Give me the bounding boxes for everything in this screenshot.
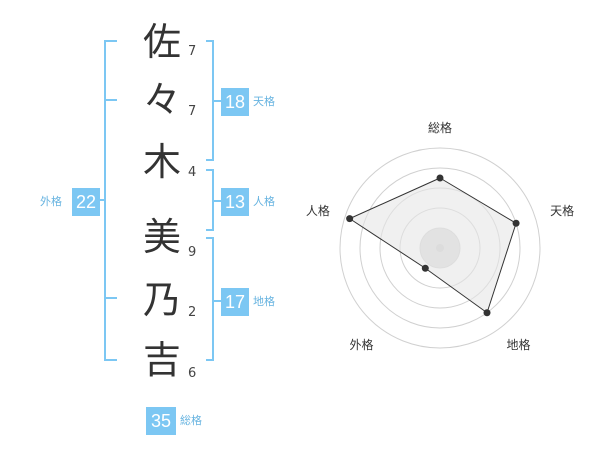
stroke-count-5: 2 (188, 305, 197, 320)
radar-point-4 (346, 215, 354, 223)
name-char-1: 佐 (142, 20, 181, 64)
jinkaku-value: 13 (221, 188, 249, 216)
stroke-count-1: 7 (188, 44, 197, 59)
radar-axis-label-gaikaku: 外格 (349, 338, 374, 353)
stroke-count-4: 9 (188, 245, 197, 260)
radar-data-points (346, 174, 520, 317)
soukaku-value: 35 (146, 407, 176, 435)
name-char-5: 乃 (142, 278, 181, 322)
name-char-4: 美 (142, 215, 181, 259)
radar-point-2 (483, 309, 491, 317)
radar-point-3 (421, 264, 429, 272)
radar-data-polygon (348, 177, 517, 314)
radar-point-0 (436, 174, 444, 182)
gaikaku-value: 22 (72, 188, 100, 216)
tenkaku-label: 天格 (253, 95, 275, 108)
gaikaku-label: 外格 (40, 195, 62, 208)
name-char-3: 木 (142, 140, 181, 184)
stroke-count-6: 6 (188, 366, 197, 381)
name-char-6: 吉 (142, 338, 181, 382)
radar-ring (359, 167, 521, 329)
name-char-2: 々 (142, 78, 181, 122)
chikaku-label: 地格 (253, 295, 275, 308)
radar-ring (339, 147, 541, 349)
soukaku-label: 総格 (180, 414, 202, 427)
stroke-count-2: 7 (188, 104, 197, 119)
stroke-count-3: 4 (188, 165, 197, 180)
chikaku-value: 17 (221, 288, 249, 316)
radar-axis-label-jinkaku: 人格 (305, 203, 330, 218)
radar-axis-label-chikaku: 地格 (506, 338, 531, 353)
radar-point-1 (512, 219, 520, 227)
radar-axis-label-tenkaku: 天格 (550, 203, 575, 218)
radar-axis-label-soukaku: 総格 (428, 121, 453, 135)
jinkaku-label: 人格 (253, 195, 275, 208)
tenkaku-value: 18 (221, 88, 249, 116)
chikaku-bracket (206, 237, 214, 361)
